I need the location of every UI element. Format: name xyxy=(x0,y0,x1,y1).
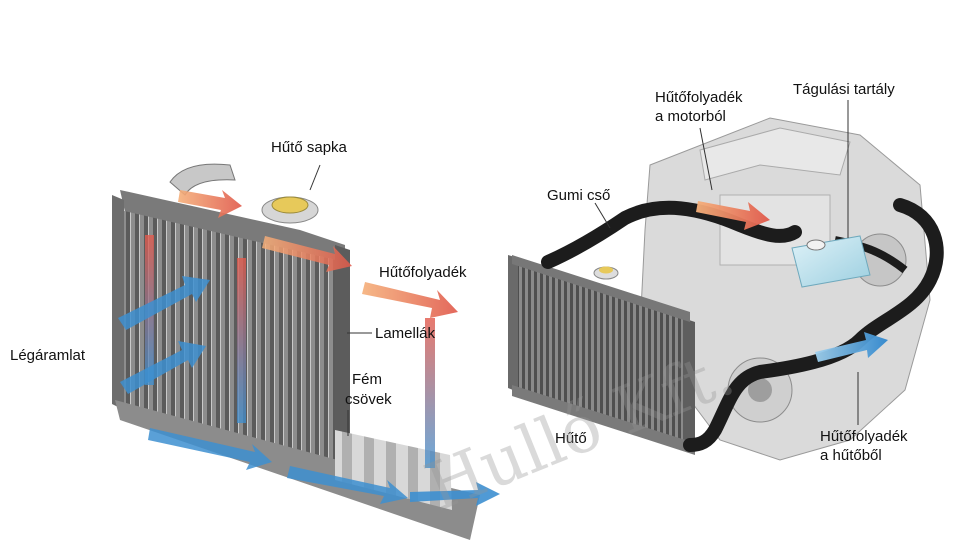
inlet-pipe xyxy=(169,163,236,196)
radiator-cap xyxy=(261,196,319,224)
expansion-tank-label: Tágulási tartály xyxy=(793,81,895,98)
metal-tubes xyxy=(335,430,452,510)
upper-hose xyxy=(541,200,802,269)
fins-label: Lamellák xyxy=(375,325,436,342)
expansion-tank xyxy=(791,235,871,288)
radiator-label: Hűtő xyxy=(555,430,587,447)
coolant-flow-down xyxy=(237,258,246,423)
coolant-from-engine-arrow xyxy=(696,201,770,230)
airflow-arrow xyxy=(118,276,210,330)
radiator-core xyxy=(120,210,345,470)
coolant-from-radiator-arrow xyxy=(815,332,888,362)
leader-line xyxy=(699,127,713,191)
left-radiator xyxy=(112,163,500,540)
coolant-from-radiator-label-line1: Hűtőfolyadék xyxy=(820,428,908,445)
coolant-arrow xyxy=(362,282,458,318)
rubber-hose-label: Gumi cső xyxy=(547,187,611,204)
metal-tubes-label-line2: csövek xyxy=(345,391,392,408)
airflow-label: Légáramlat xyxy=(10,347,86,364)
radiator-cap-label: Hűtő sapka xyxy=(271,139,347,156)
engine-cover xyxy=(699,127,851,181)
coolant-flow-down xyxy=(425,318,435,468)
engine-assembly xyxy=(508,100,944,461)
coolant-from-engine-label-line2: a motorból xyxy=(655,108,726,125)
hot-flow-arrow xyxy=(262,236,352,272)
hot-flow-arrow xyxy=(178,190,242,218)
cool-flow-arrow xyxy=(148,428,272,470)
airflow-arrow xyxy=(120,341,206,394)
leader-line xyxy=(594,202,611,229)
coolant-from-radiator-label-line2: a hűtőből xyxy=(820,447,882,464)
metal-tubes-label-line1: Fém xyxy=(352,371,382,388)
leader-line xyxy=(309,164,321,191)
coolant-label: Hűtőfolyadék xyxy=(379,264,467,281)
right-radiator-core xyxy=(515,262,690,445)
coolant-from-engine-label-line1: Hűtőfolyadék xyxy=(655,89,743,106)
cool-flow-arrow xyxy=(287,466,408,504)
outlet-flow-arrow xyxy=(410,482,500,506)
